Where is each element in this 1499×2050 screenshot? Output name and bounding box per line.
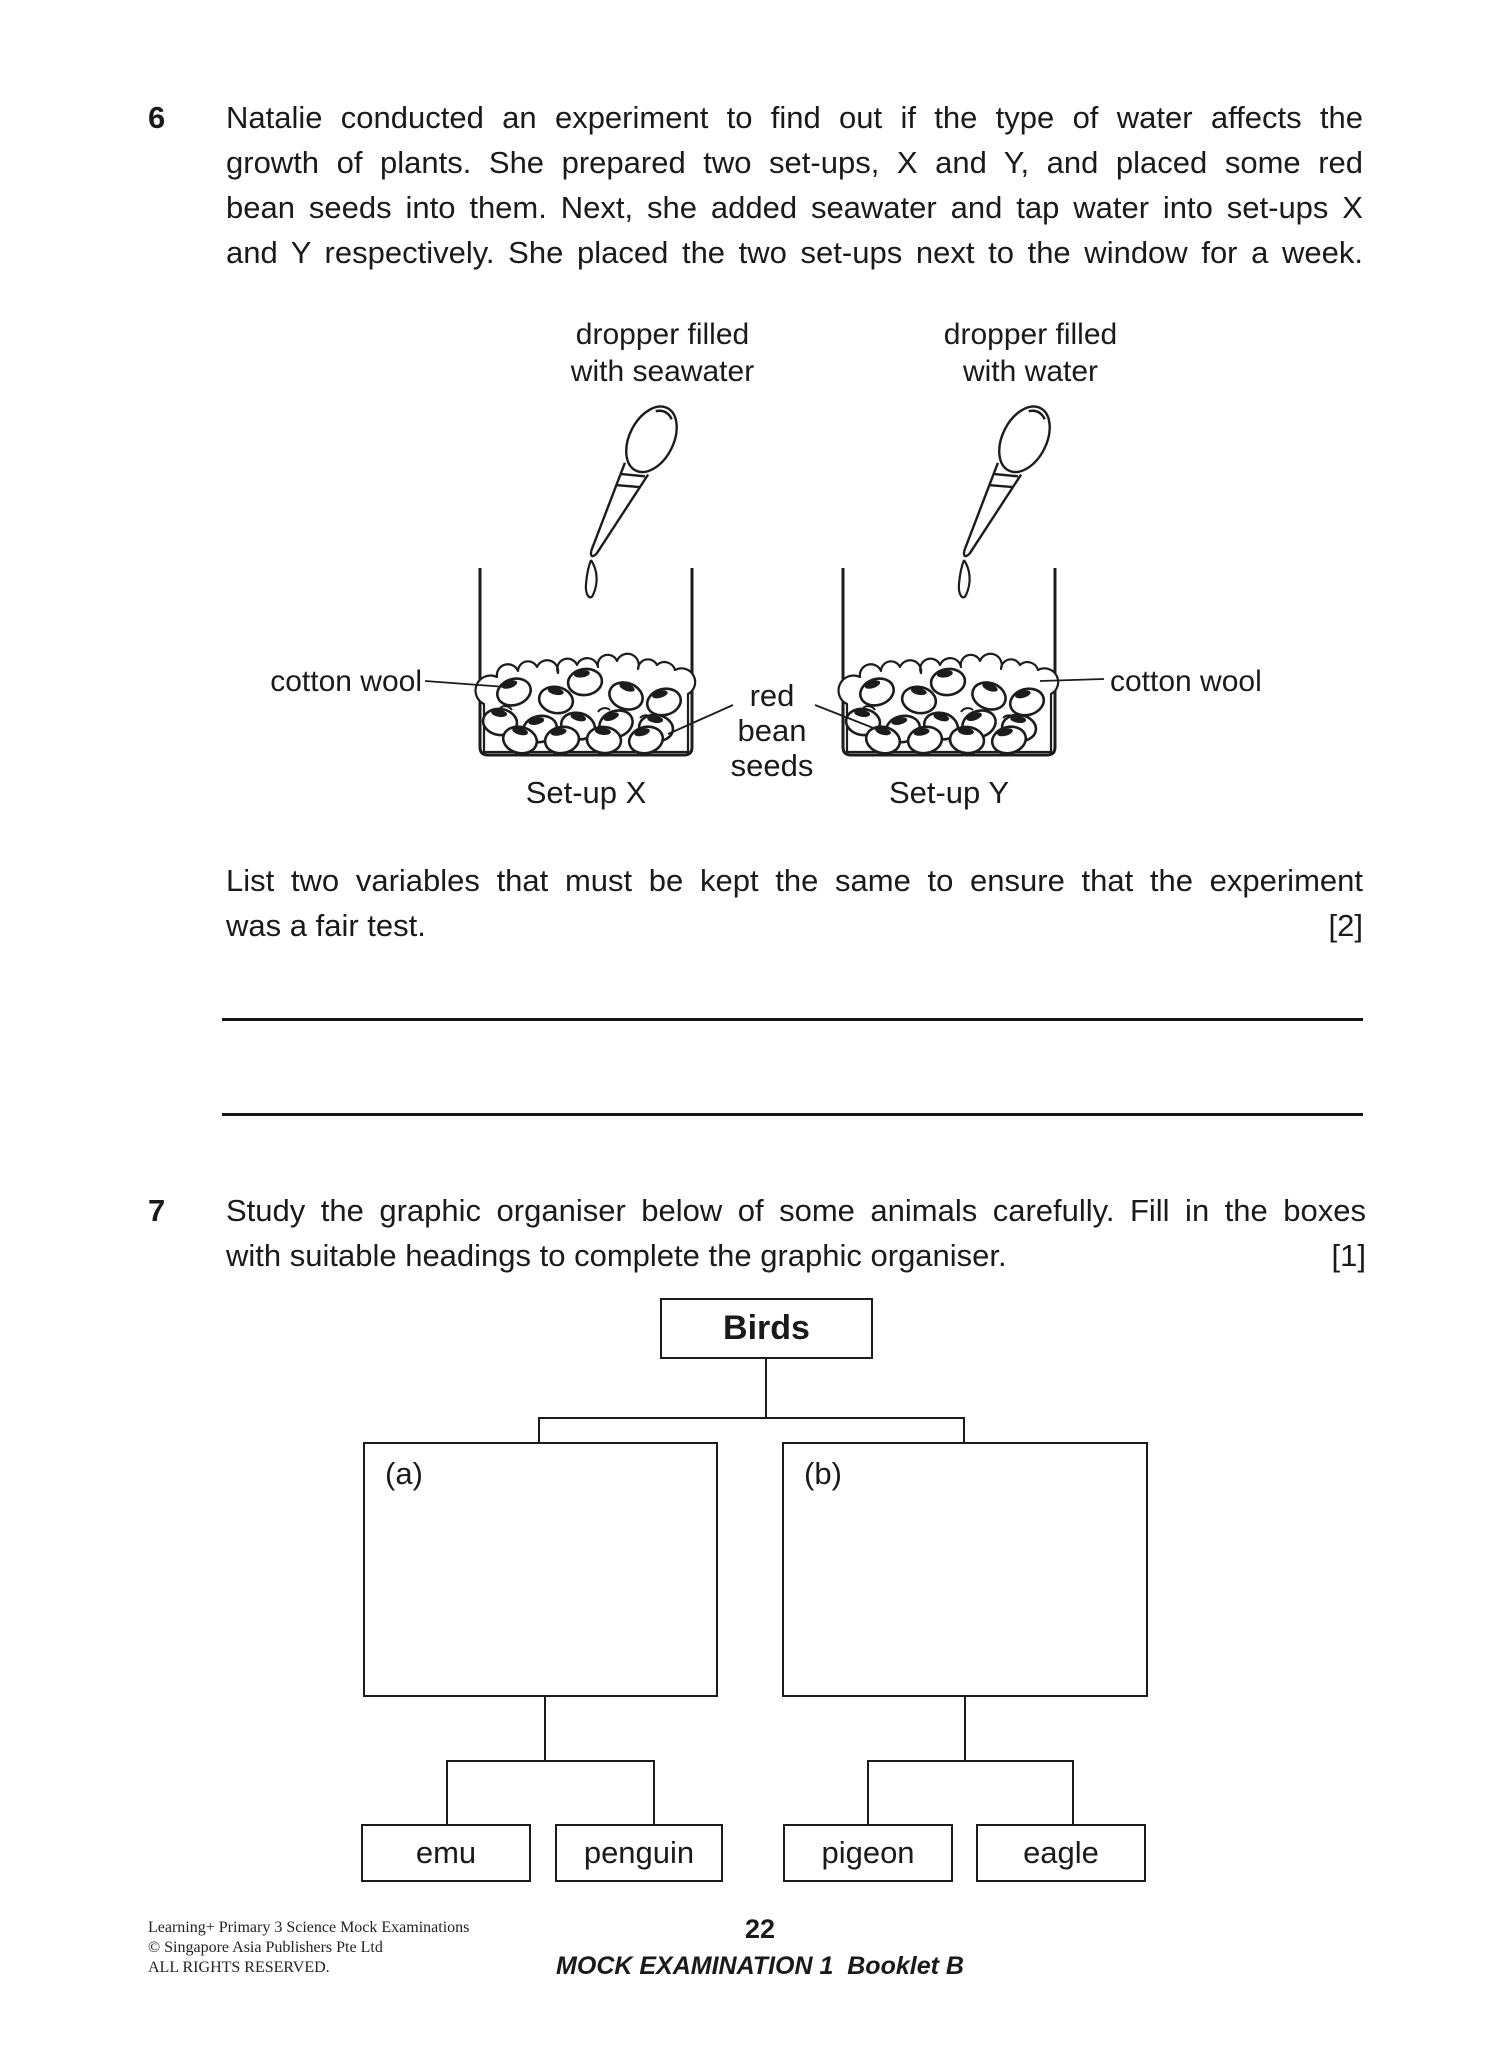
- dropper-seawater-label: dropper filled with seawater: [570, 318, 755, 388]
- connector-branch-b: [867, 1760, 1074, 1762]
- connector-leg-eagle: [1072, 1760, 1074, 1824]
- connector-stem-a: [544, 1697, 546, 1760]
- answer-line-2[interactable]: [222, 1113, 1363, 1116]
- leaf-box-penguin: penguin: [555, 1824, 723, 1882]
- footer-rights: ALL RIGHTS RESERVED.: [148, 1959, 330, 1976]
- cotton-wool-right-label: cotton wool: [1110, 665, 1262, 698]
- question-6-line-1: Natalie conducted an experiment to find …: [226, 100, 1363, 135]
- connector-stem-b: [964, 1697, 966, 1760]
- leaf-box-eagle: eagle: [976, 1824, 1146, 1882]
- question-6-line-3: bean seeds into them. Next, she added se…: [226, 190, 1363, 225]
- dropper-seawater-icon: [571, 396, 689, 568]
- heading-box-b-label: (b): [804, 1456, 842, 1491]
- question-6b-marks: [2]: [1328, 908, 1363, 943]
- leaf-box-pigeon: pigeon: [783, 1824, 953, 1882]
- question-7-marks: [1]: [1331, 1238, 1366, 1273]
- footer-series-title: Learning+ Primary 3 Science Mock Examina…: [148, 1919, 470, 1936]
- setup-y-beaker: [839, 568, 1059, 757]
- question-6-number: 6: [148, 100, 166, 135]
- question-6-line-4: and Y respectively. She placed the two s…: [226, 235, 1363, 270]
- question-7-number: 7: [148, 1193, 166, 1228]
- page-number: 22: [744, 1914, 776, 1944]
- setup-x-beaker: [476, 568, 696, 757]
- connector-branch-a: [446, 1760, 655, 1762]
- connector-leg-emu: [446, 1760, 448, 1824]
- question-6b-line-1: List two variables that must be kept the…: [226, 863, 1363, 898]
- footer-publisher-block: Learning+ Primary 3 Science Mock Examina…: [148, 1918, 568, 1978]
- question-7-line-1: Study the graphic organiser below of som…: [226, 1193, 1366, 1228]
- footer-booklet-title: MOCK EXAMINATION 1 Booklet B: [556, 1952, 964, 1980]
- heading-box-a-label: (a): [385, 1456, 423, 1491]
- heading-box-b[interactable]: (b): [782, 1442, 1148, 1697]
- connector-leg-penguin: [653, 1760, 655, 1824]
- question-6b: List two variables that must be kept the…: [226, 858, 1363, 948]
- connector-leg-b: [963, 1417, 965, 1442]
- question-7-line-2: with suitable headings to complete the g…: [226, 1238, 1007, 1273]
- footer-copyright: © Singapore Asia Publishers Pte Ltd: [148, 1939, 383, 1956]
- leaf-box-emu: emu: [361, 1824, 531, 1882]
- cotton-wool-right-leader: [1039, 678, 1105, 682]
- dropper-water-label: dropper filled with water: [943, 318, 1118, 388]
- organiser-root-box: Birds: [660, 1298, 873, 1359]
- cotton-wool-left-leader: [424, 680, 507, 688]
- setup-y-label: Set-up Y: [888, 775, 1010, 810]
- question-6b-line-2: was a fair test.: [226, 908, 426, 943]
- question-7-paragraph: Study the graphic organiser below of som…: [226, 1188, 1366, 1278]
- question-6-line-2: growth of plants. She prepared two set-u…: [226, 145, 1363, 180]
- connector-root-stem: [765, 1359, 767, 1417]
- connector-top-branch: [538, 1417, 965, 1419]
- answer-line-1[interactable]: [222, 1018, 1363, 1021]
- question-6-paragraph: Natalie conducted an experiment to find …: [226, 95, 1363, 275]
- seawater-drop-icon: [584, 558, 598, 599]
- heading-box-a[interactable]: (a): [363, 1442, 718, 1697]
- cotton-wool-left-label: cotton wool: [270, 665, 422, 698]
- connector-leg-a: [538, 1417, 540, 1442]
- connector-leg-pigeon: [867, 1760, 869, 1824]
- setup-x-label: Set-up X: [525, 775, 647, 810]
- dropper-water-icon: [944, 396, 1062, 568]
- water-drop-icon: [957, 558, 971, 599]
- red-bean-seeds-label: red bean seeds: [730, 678, 814, 783]
